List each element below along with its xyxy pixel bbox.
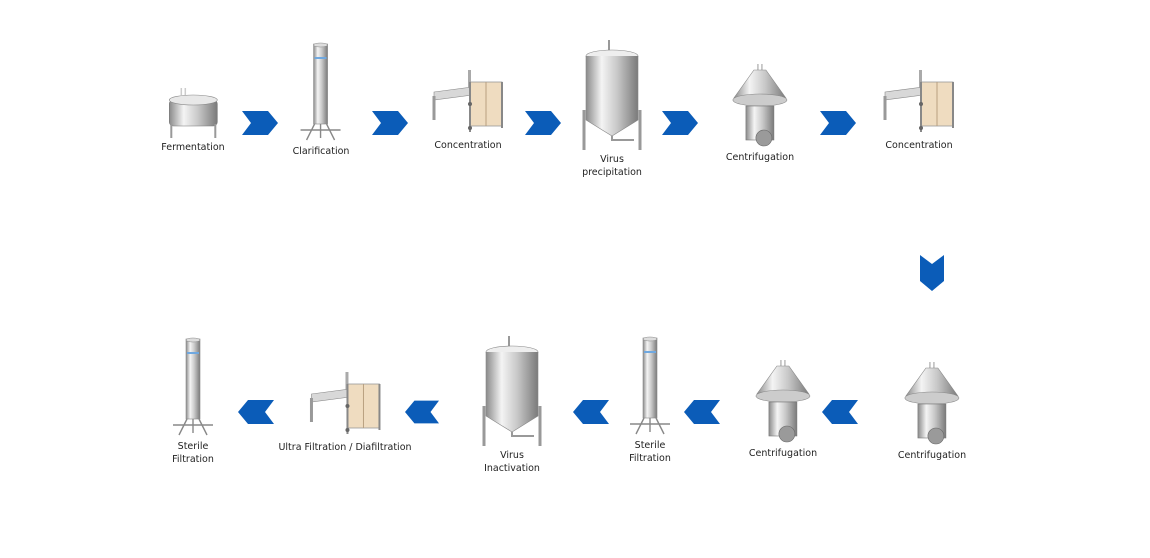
tank-icon — [580, 40, 644, 150]
centrifuge-icon — [751, 360, 815, 444]
step-virus-precipitation: Virus precipitation — [580, 40, 644, 179]
step-centrifugation-4: Centrifugation — [749, 360, 817, 460]
arrow-right-icon — [242, 111, 278, 135]
centrifuge-icon — [900, 362, 964, 446]
step-label-line: Filtration — [172, 454, 214, 465]
filter-press-icon — [430, 70, 506, 136]
arrow-right-icon — [525, 111, 561, 135]
step-clarification: Clarification — [292, 42, 350, 158]
step-centrifugation: Centrifugation — [726, 64, 794, 164]
arrow-left-icon — [684, 400, 720, 424]
step-fermentation: Fermentation — [161, 88, 225, 154]
filter-press-icon — [881, 70, 957, 136]
step-label: Clarification — [292, 146, 350, 157]
arrow-right-icon — [372, 111, 408, 135]
tank-icon — [480, 336, 544, 446]
arrow-left-icon — [238, 400, 274, 424]
step-ultrafiltration-diafiltration: Ultra Filtration / Diafiltration — [278, 372, 412, 454]
fermenter-icon — [163, 88, 223, 138]
arrow-left-icon — [405, 400, 439, 424]
step-concentration-2: Concentration — [881, 70, 957, 152]
filter-housing-icon — [171, 337, 215, 437]
arrow-left-icon — [822, 400, 858, 424]
filter-housing-icon — [299, 42, 343, 142]
step-label-line: precipitation — [582, 167, 642, 178]
step-label-line: Filtration — [629, 453, 671, 464]
arrow-down-icon — [920, 255, 944, 291]
arrow-left-icon — [573, 400, 609, 424]
step-label: Fermentation — [161, 142, 225, 153]
step-label-line: Inactivation — [484, 463, 540, 474]
filter-press-icon — [307, 372, 383, 438]
step-label: Concentration — [885, 140, 953, 151]
step-label: Concentration — [434, 140, 502, 151]
step-label-line: Virus — [500, 450, 524, 461]
step-label: Centrifugation — [897, 450, 967, 461]
step-label: Centrifugation — [725, 152, 795, 163]
centrifuge-icon — [728, 64, 792, 148]
filter-housing-icon — [628, 336, 672, 436]
step-label: Ultra Filtration / Diafiltration — [278, 442, 412, 453]
step-label-line: Virus — [600, 154, 624, 165]
arrow-right-icon — [820, 111, 856, 135]
step-label-line: Sterile — [177, 441, 209, 452]
arrow-right-icon — [662, 111, 698, 135]
step-centrifugation-3: Centrifugation — [898, 362, 966, 462]
step-label-line: Sterile — [634, 440, 666, 451]
step-label: Centrifugation — [748, 448, 818, 459]
step-concentration: Concentration — [430, 70, 506, 152]
